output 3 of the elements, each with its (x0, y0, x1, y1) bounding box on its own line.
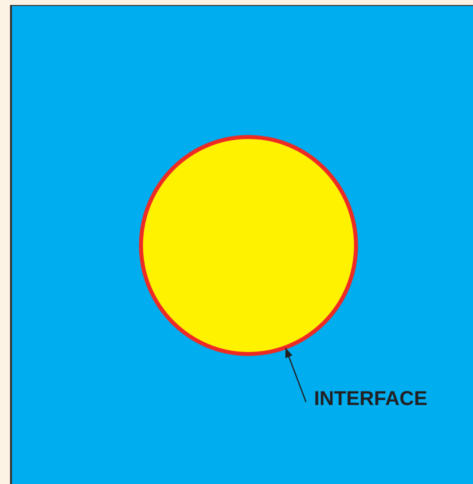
leader-line (284, 348, 307, 402)
matrix-square (10, 5, 473, 484)
interface-label: INTERFACE (314, 387, 428, 411)
